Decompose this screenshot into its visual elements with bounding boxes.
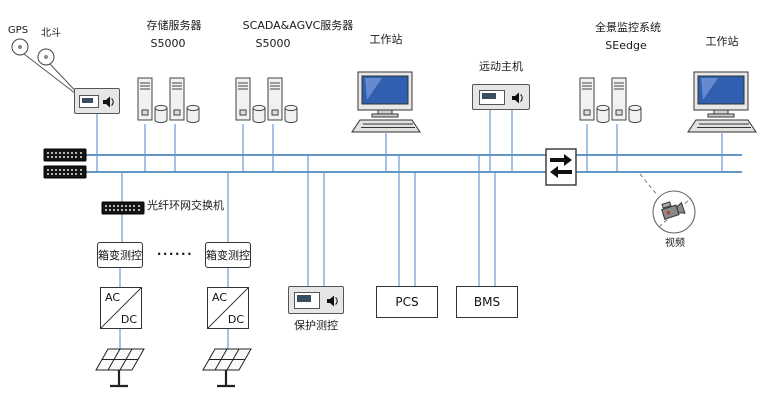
storage-server-model: S5000 [150,37,186,50]
workstation-right-icon [687,71,757,133]
scada-server-title: SCADA&AGVC服务器 [242,19,354,32]
bms-box: BMS [456,286,518,318]
ring-switch-b-icon [43,165,87,179]
speaker-icon [327,295,338,307]
box-transformer-ellipsis: ...... [156,244,194,258]
fiber-ring-switch-icon [101,201,145,215]
acdc-converter-left: AC DC [100,287,142,329]
gps-label: GPS [7,25,29,36]
gps-antenna-icon [11,38,81,98]
device-connector-lines [96,110,723,349]
telecontrol-host-label: 远动主机 [479,60,523,73]
workstation-left-icon [351,71,421,133]
panoramic-system-title: 全景监控系统 [595,21,661,34]
protection-control-label: 保护测控 [294,319,338,332]
beidou-label: 北斗 [41,28,61,39]
ac-label: AC [105,291,121,304]
dc-label: DC [227,313,244,326]
speaker-icon [103,96,114,108]
workstation-right-label: 工作站 [705,35,739,48]
solar-panel-left-icon [94,347,146,388]
dc-label: DC [120,313,137,326]
network-gateway-icon [545,148,577,186]
ethernet-bus-lines [46,154,742,173]
storage-server-title: 存储服务器 [146,19,202,32]
telecontrol-host-device [472,84,530,110]
panoramic-system-model: SEedge [605,39,647,52]
panoramic-server-icon [579,77,642,124]
device-screen [479,90,505,105]
device-screen [79,95,99,108]
video-label: 视频 [665,238,685,249]
ac-label: AC [212,291,228,304]
device-screen [294,292,320,309]
ring-switch-a-icon [43,148,87,162]
workstation-left-label: 工作站 [369,33,403,46]
acdc-converter-right: AC DC [207,287,249,329]
pcs-box: PCS [376,286,438,318]
fiber-ring-switch-label: 光纤环网交换机 [147,199,224,212]
video-camera-icon [639,173,696,234]
speaker-icon [512,92,523,104]
solar-panel-right-icon [201,347,253,388]
storage-server-icon [137,77,200,124]
box-transformer-right: 箱变测控 [205,242,251,268]
time-sync-device [74,88,120,114]
scada-server-icon [235,77,298,124]
scada-server-model: S5000 [255,37,291,50]
protection-control-device [288,286,344,314]
box-transformer-left: 箱变测控 [97,242,143,268]
